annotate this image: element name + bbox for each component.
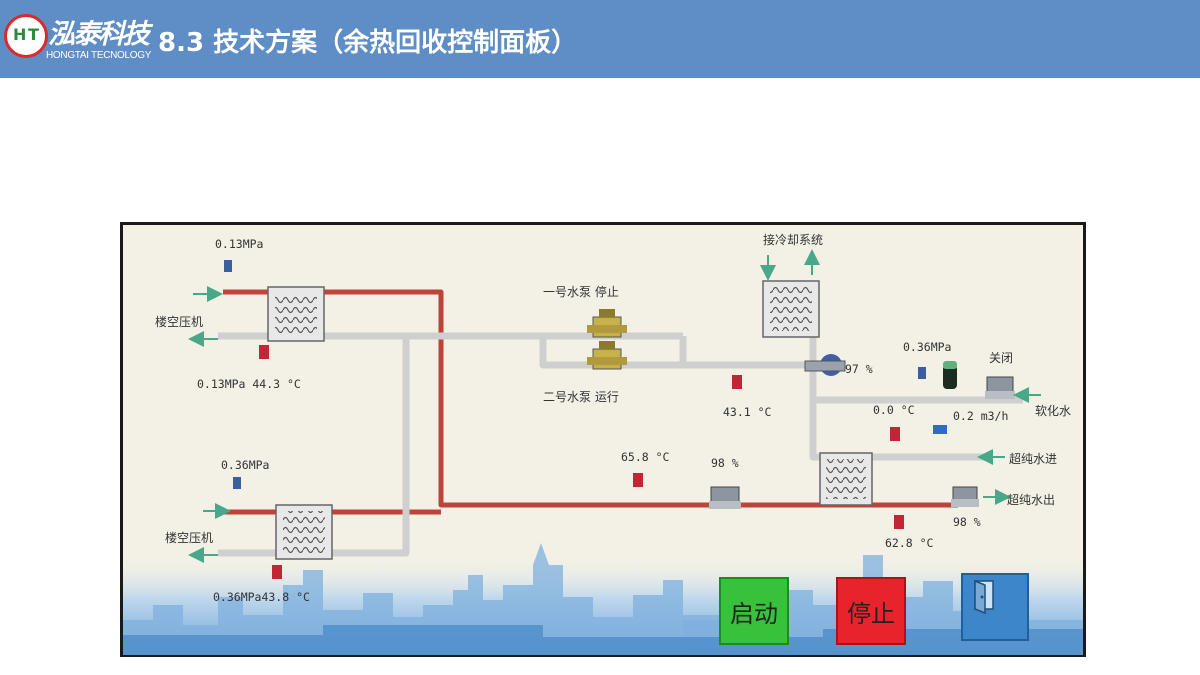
right-pressure: 0.36MPa [903,340,952,354]
flow-valve-icon[interactable] [709,486,741,509]
softwater-valve-icon[interactable] [985,376,1015,399]
left-bottom-temperature: 65.8 °C [621,450,670,464]
softwater-label: 软化水 [1035,404,1072,418]
control-panel-screen: 0.13MPa 楼空压机 0.13MPa 44.3 °C 0.36MPa 楼空压… [123,225,1083,655]
control-valve-icon[interactable] [804,354,846,376]
ultrapure-in-label: 超纯水进 [1009,452,1058,466]
softwater-flow-rate: 0.2 m3/h [953,409,1009,423]
start-button[interactable]: 启动 [719,577,789,645]
pump-1-icon[interactable] [587,309,627,338]
mid-temperature: 43.1 °C [723,405,772,419]
softwater-valve-state: 关闭 [989,351,1014,365]
temp-sensor-soft-icon [890,427,900,441]
flow-meter-icon [933,425,947,434]
ultrapure-out-valve-icon[interactable] [951,486,979,507]
bottom-compressor-label: 楼空压机 [165,531,214,545]
exit-door-icon [974,579,994,615]
flow-valve-percent: 98 % [711,456,739,470]
pump-2-icon[interactable] [587,341,627,370]
ultrapure-out-label: 超纯水出 [1007,493,1056,507]
top-outlet-reading: 0.13MPa 44.3 °C [197,377,301,391]
logo-initial-t: T [28,25,39,44]
company-logo: H T 泓泰科技 HONGTAI TECNOLOGY [4,6,156,70]
cooling-system-label: 接冷却系统 [763,233,824,247]
logo-initial-h: H [13,25,27,44]
filter-tank-icon [943,361,957,389]
temp-sensor-top-icon [259,345,269,359]
page-title: 8.3 技术方案（余热回收控制面板） [158,28,578,58]
logo-english-name: HONGTAI TECNOLOGY [46,50,152,61]
softwater-temperature: 0.0 °C [873,403,915,417]
logo-chinese-name: 泓泰科技 [48,19,150,50]
bottom-inlet-pressure: 0.36MPa [221,458,270,472]
exit-button[interactable] [961,573,1029,641]
process-diagram [123,249,1083,655]
temp-sensor-mid-icon [732,375,742,389]
flow-arrows [188,249,1041,563]
pump-1-status: 一号水泵 停止 [543,285,619,299]
header-bar: H T 泓泰科技 HONGTAI TECNOLOGY 8.3 技术方案（余热回收… [0,0,1200,78]
temp-sensor-right-bottom-icon [894,515,904,529]
pressure-gauge-top-icon [224,260,232,272]
temp-sensor-left-bottom-icon [633,473,643,487]
temp-sensor-bottom-icon [272,565,282,579]
top-inlet-pressure: 0.13MPa [215,237,264,251]
pressure-gauge-right-icon [918,367,926,379]
pump-2-status: 二号水泵 运行 [543,390,619,404]
top-compressor-label: 楼空压机 [155,315,204,329]
right-bottom-temperature: 62.8 °C [885,536,934,550]
valve-opening-percent: 97 % [845,362,873,376]
logo-badge: H T [4,14,48,58]
stop-button[interactable]: 停止 [836,577,906,645]
pressure-gauge-bottom-icon [233,477,241,489]
ultrapure-valve-percent: 98 % [953,515,981,529]
bottom-outlet-reading: 0.36MPa43.8 °C [213,590,310,604]
